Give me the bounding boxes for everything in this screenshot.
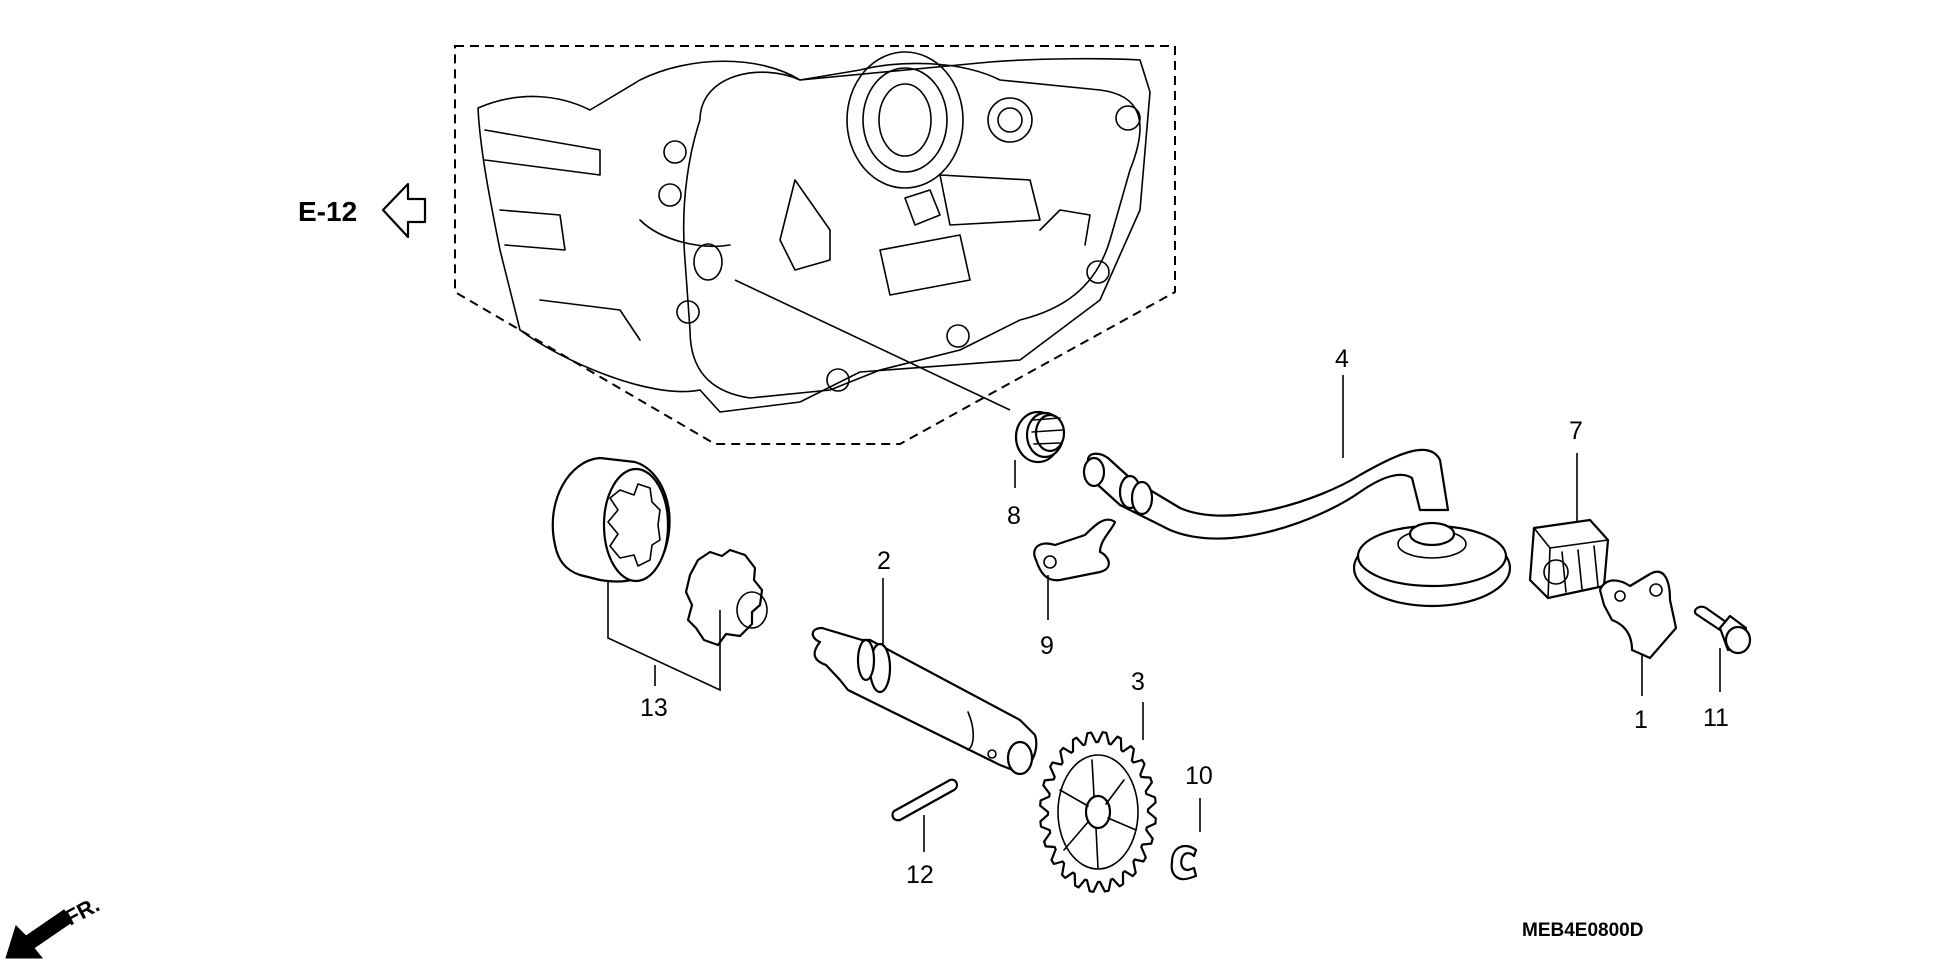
- part-10-circlip: [1170, 844, 1198, 881]
- hollow-left-arrow-icon: [381, 182, 427, 239]
- part-3-oil-pump-driven-sprocket: [1039, 731, 1157, 893]
- part-12-dowel-pin: [891, 778, 959, 822]
- reference-arrow-e12: E-12: [298, 182, 427, 239]
- callout-labels: 1 2 3 4 7 8 9 10 11 12 13: [640, 345, 1729, 889]
- part-1-pipe-bracket: [1598, 570, 1678, 660]
- crankcase-illustration: [454, 45, 1176, 445]
- front-indicator: FR.: [5, 892, 104, 959]
- callout-3: 3: [1131, 668, 1145, 696]
- callout-1: 1: [1634, 706, 1648, 734]
- part-7-pipe-seal: [1528, 518, 1610, 600]
- callout-7: 7: [1569, 417, 1583, 445]
- callout-8: 8: [1007, 502, 1021, 530]
- callout-2: 2: [877, 547, 891, 575]
- callout-12: 12: [906, 861, 934, 889]
- callout-9: 9: [1040, 632, 1054, 660]
- callout-11: 11: [1703, 704, 1729, 732]
- part-13-outer-rotor: [551, 456, 671, 583]
- reference-arrow-label: E-12: [298, 196, 357, 227]
- part-9-pipe-plate: [1033, 518, 1117, 582]
- part-11-flange-bolt: [1693, 605, 1752, 655]
- part-8-oil-strainer-grommet: [1014, 410, 1066, 464]
- solid-arrow-down-left-icon: [5, 909, 73, 959]
- part-4-oil-strainer-pipe: [1082, 448, 1512, 608]
- drawing-code: MEB4E0800D: [1522, 920, 1643, 941]
- part-2-oil-pump-shaft: [811, 626, 1038, 776]
- callout-10: 10: [1185, 762, 1213, 790]
- callout-13: 13: [640, 694, 668, 722]
- callout-4: 4: [1335, 345, 1349, 373]
- part-13-inner-rotor: [684, 548, 768, 647]
- leader-8-to-case: [734, 279, 1011, 411]
- callout-leaders: [607, 375, 1721, 852]
